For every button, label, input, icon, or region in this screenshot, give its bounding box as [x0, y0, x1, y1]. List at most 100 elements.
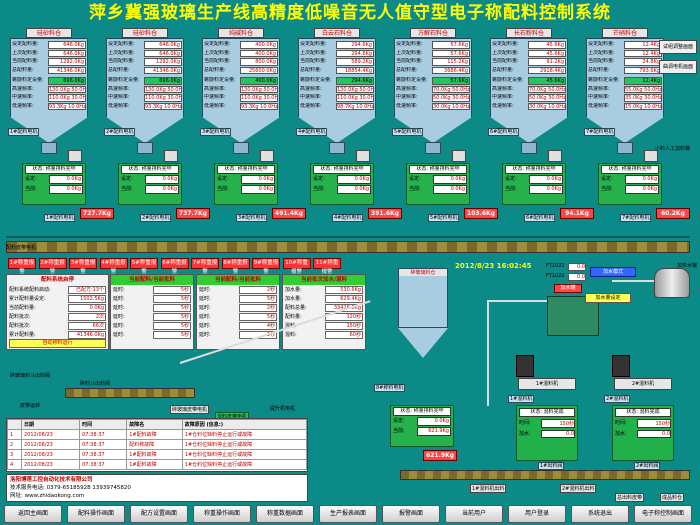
nav-button[interactable]: 系统退出 [571, 505, 629, 523]
silo-value[interactable]: 57.6Kg [432, 41, 470, 49]
nav-button[interactable]: 生产报表画面 [319, 505, 377, 523]
nav-button[interactable]: 配方设置画面 [130, 505, 188, 523]
silo-row: 螺旋料定设量: 400.0Kg [204, 77, 278, 85]
panel-value[interactable]: 41346.0Kg [68, 331, 106, 339]
panel-value[interactable]: 5秒 [153, 295, 191, 303]
nav-button[interactable]: 称重数据画面 [256, 505, 314, 523]
panel-value[interactable]: 2秒 [239, 304, 277, 312]
nav-button[interactable]: 当前用户 [445, 505, 503, 523]
cullet-hopper: 碎玻璃料仓 [398, 268, 448, 328]
panel-value[interactable]: 0.0Kg [68, 304, 106, 312]
weigh-alarm-button[interactable]: 6#称重报警 [160, 258, 189, 275]
silo-value[interactable]: 400.0Kg [240, 41, 278, 49]
table-header: 故障名 [126, 419, 183, 430]
silo-row: 总配料量: 41346.0Kg [108, 66, 182, 74]
panel-value[interactable]: 120秒 [325, 313, 363, 321]
silo-label: 硅砂料仓 [26, 28, 72, 38]
panel-key: 配料批次: [9, 314, 31, 320]
panel-value[interactable]: 66次 [68, 322, 106, 330]
silo-value[interactable]: 646.0Kg [144, 41, 182, 49]
panel-value[interactable]: 530.6Kg [325, 286, 363, 294]
silo-key: 螺旋料定设量: [12, 77, 44, 83]
weigh-alarm-button[interactable]: 2#称重报警 [38, 258, 67, 275]
silo-row: 螺旋料定设量: 696.0Kg [12, 77, 86, 85]
silo-row: 当前配料量: 800.0Kg [204, 58, 278, 66]
feed-valve[interactable] [452, 150, 466, 162]
panel-value[interactable]: 5秒 [239, 313, 277, 321]
water-value: 0.0 [541, 430, 575, 438]
panel-value[interactable]: 5秒 [153, 331, 191, 339]
weigh-alarm-button[interactable]: 9#称重报警 [252, 258, 280, 275]
panel-value[interactable]: 4秒 [239, 322, 277, 330]
silo-value[interactable]: 294.6Kg [336, 41, 374, 49]
silo-value[interactable]: 12.4Kg [624, 41, 662, 49]
silo-neck [617, 142, 633, 154]
scale-set-value: 0.0Kg [145, 175, 179, 184]
feed-valve[interactable] [644, 150, 658, 162]
mixer-panel: 状态: 混料完成 时间:150秒 加水:0.0 [612, 405, 674, 461]
silo-key: 高速频率: [588, 85, 610, 92]
panel-value[interactable]: 5秒 [153, 286, 191, 294]
panel-row: 延时: 5秒 [113, 313, 191, 321]
weigh-alarm-button[interactable]: 11#称重报警 [313, 258, 341, 275]
panel-value[interactable]: 5秒 [153, 313, 191, 321]
silo-value[interactable]: 45.6Kg [528, 41, 566, 49]
silo-value: 55.0Kg 50.0Hz [624, 85, 662, 93]
scale-cur-value: 0.0Kg [49, 185, 83, 194]
panel-value[interactable]: 5秒 [153, 322, 191, 330]
table-cell: 配料称故障 [126, 439, 183, 450]
feed-valve[interactable] [548, 150, 562, 162]
silo-row: 设定配料量: 646.0Kg [12, 41, 86, 49]
nav-button[interactable]: 配料操作画面 [67, 505, 125, 523]
panel-value[interactable]: 2次 [68, 313, 106, 321]
panel-value[interactable]: 5秒 [153, 304, 191, 312]
feed-valve[interactable] [68, 150, 82, 162]
weigh-alarm-button[interactable]: 7#称重报警 [191, 258, 219, 275]
silo-value: 57.6Kg [432, 77, 470, 85]
silo-value[interactable]: 646.0Kg [48, 41, 86, 49]
weigh-alarm-button[interactable]: 8#称重报警 [221, 258, 250, 275]
panel-value[interactable]: 1502.5Kg [68, 295, 106, 303]
nav-button[interactable]: 用户登录 [508, 505, 566, 523]
panel-value[interactable]: 629.4Kg [325, 295, 363, 303]
weigh-alarm-button[interactable]: 5#称重报警 [130, 258, 158, 275]
water-mode-button[interactable]: 加水模式 [590, 267, 636, 277]
feed-valve[interactable] [260, 150, 274, 162]
weigh-alarm-button[interactable]: 3#称重报警 [69, 258, 97, 275]
weigh-alarm-button[interactable]: 4#称重报警 [99, 258, 128, 275]
silo-readings: 设定配料量: 646.0Kg 上次配料量: 646.0Kg 当前配料量: 129… [106, 40, 184, 110]
nav-button[interactable]: 报警画面 [382, 505, 440, 523]
water-pot-button[interactable]: 加水罐 [554, 284, 582, 293]
weigh-alarm-button[interactable]: 10#称重报警 [282, 258, 311, 275]
feed-valve[interactable] [164, 150, 178, 162]
scale-weight: 94.1Kg [560, 208, 594, 219]
silo-key: 总配料量: [492, 66, 514, 73]
mixer-motor[interactable] [516, 355, 534, 377]
scale-weight: 727.7Kg [80, 208, 114, 219]
silo-neck [233, 142, 249, 154]
silo-key: 高速频率: [108, 85, 130, 92]
silo-row: 中速频率: 110.0Kg 30.0Hz [108, 94, 182, 102]
table-cell: 07:38:37 [79, 429, 128, 440]
panel-value[interactable]: 5秒 [239, 295, 277, 303]
trial-adjust-button[interactable]: 试组调整画面 [659, 40, 697, 54]
weigh-alarm-button[interactable]: 1#称重报警 [8, 258, 36, 275]
motor-tuning-button[interactable]: 曲调电机画面 [659, 60, 697, 74]
silo-key: 设定配料量: [588, 41, 615, 47]
nav-button[interactable]: 称重操作画面 [193, 505, 251, 523]
panel-title: 当前批次加水/混料 [283, 275, 365, 285]
panel-value[interactable]: 2秒 [239, 286, 277, 294]
panel-value[interactable]: 已配方:13个 [68, 286, 106, 294]
panel-value[interactable]: 60秒 [325, 331, 363, 339]
silo-row: 当前配料量: 1292.0Kg [12, 58, 86, 66]
feed-valve[interactable] [356, 150, 370, 162]
nav-button[interactable]: 电子称控制画面 [634, 505, 692, 523]
mixer-motor[interactable] [612, 355, 630, 377]
panel-value[interactable]: 150秒 [325, 322, 363, 330]
silo-value: 93.3Kg 10.0Hz [240, 102, 278, 110]
nav-button[interactable]: 返回主画面 [4, 505, 62, 523]
